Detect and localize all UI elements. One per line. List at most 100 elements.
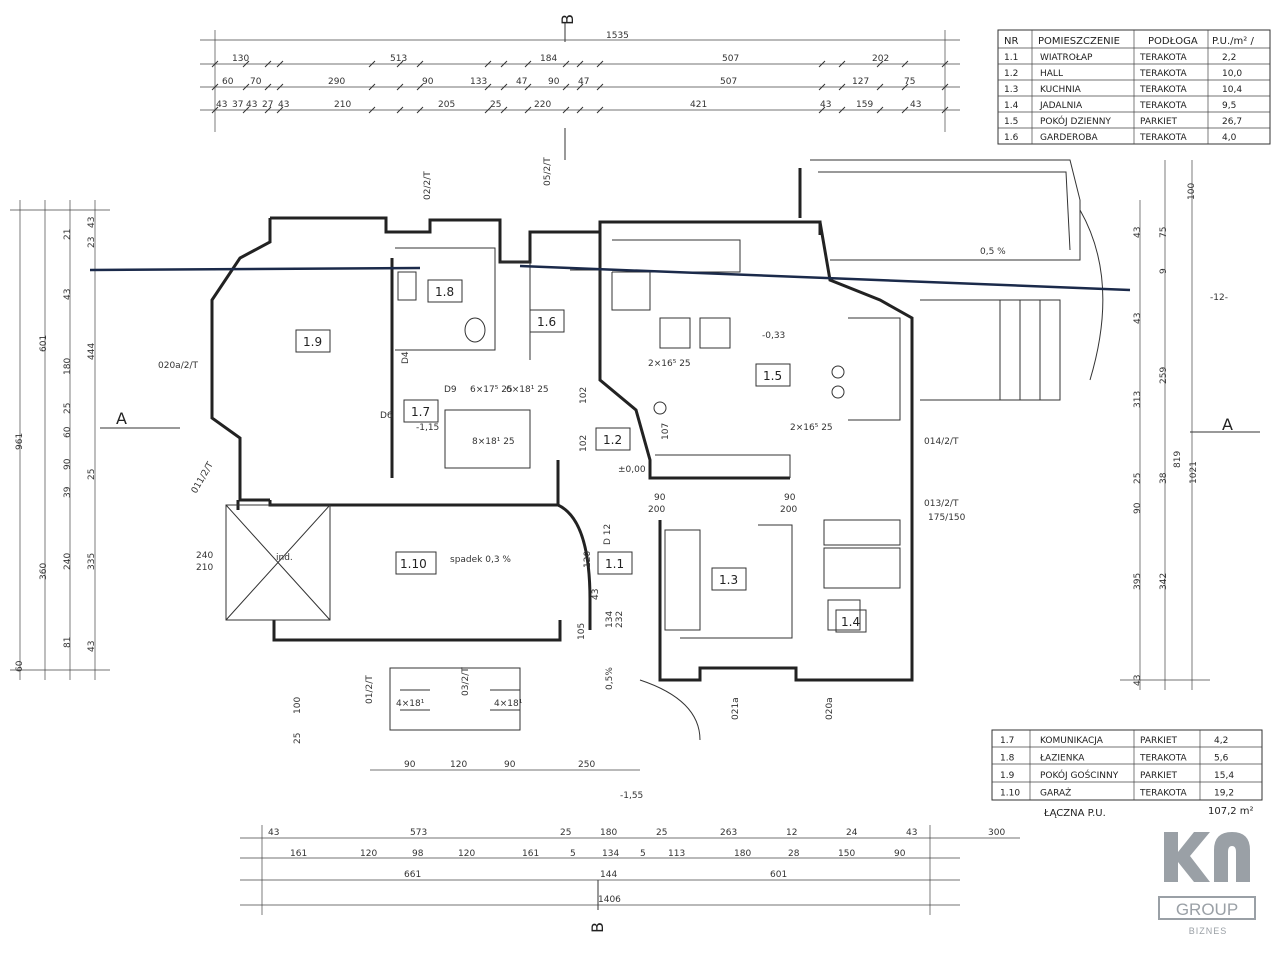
- dim-bot-573: 573: [410, 828, 427, 838]
- dim-top-90: 90: [422, 77, 434, 87]
- top-table-cell: POKÓJ DZIENNY: [1040, 115, 1111, 127]
- dim-bot-180: 180: [600, 828, 617, 838]
- bottom-table-cell: 19,2: [1214, 789, 1234, 799]
- dimension-tick: [524, 106, 532, 114]
- dim-top-130: 130: [232, 54, 249, 64]
- dim-top-47a: 47: [516, 77, 527, 87]
- dimension-tick: [941, 83, 949, 91]
- svg-text:180: 180: [63, 358, 73, 375]
- room-1-10: 1.10: [400, 557, 427, 571]
- dimension-tick: [396, 83, 404, 91]
- top-table-cell: TERAKOTA: [1139, 69, 1188, 79]
- dim-top-507b: 507: [720, 77, 737, 87]
- room-1-1: 1.1: [605, 557, 624, 571]
- building-outline: [210, 159, 1104, 741]
- svg-text:120: 120: [583, 551, 593, 568]
- top-table-cell: PARKIET: [1140, 117, 1178, 127]
- dimension-tick: [838, 60, 846, 68]
- dim-bot-90: 90: [894, 849, 906, 859]
- svg-text:8×18¹ 25: 8×18¹ 25: [472, 437, 515, 447]
- room-labels: 1.9 1.8 1.6 1.7 1.2 1.5 1.10 1.1 1.3 1.4: [295, 279, 867, 633]
- top-table-cell: TERAKOTA: [1139, 133, 1188, 143]
- svg-text:PODŁOGA: PODŁOGA: [1148, 36, 1198, 47]
- dimension-tick: [242, 83, 250, 91]
- room-1-9: 1.9: [303, 335, 322, 349]
- dimension-tick: [876, 60, 884, 68]
- dimension-tick: [596, 83, 604, 91]
- dim-top-43d: 43: [820, 100, 831, 110]
- logo-biznes-text: BIZNES: [1188, 926, 1228, 936]
- section-cut-line: [89, 264, 1131, 292]
- dimension-tick: [368, 83, 376, 91]
- dimension-tick: [276, 106, 284, 114]
- dimension-tick: [596, 106, 604, 114]
- dim-bot-28: 28: [788, 849, 800, 859]
- svg-text:43: 43: [87, 217, 97, 228]
- svg-text:313: 313: [1133, 391, 1143, 408]
- svg-text:102: 102: [579, 387, 589, 404]
- svg-text:23: 23: [87, 237, 97, 248]
- svg-text:020a/2/T: 020a/2/T: [158, 361, 198, 371]
- bottom-table-cell: PARKIET: [1140, 736, 1178, 746]
- dim-top-47b: 47: [578, 77, 589, 87]
- dim-top-37: 37: [232, 100, 243, 110]
- svg-text:250: 250: [578, 760, 595, 770]
- section-a-right: A: [1222, 415, 1233, 434]
- dimension-tick: [876, 83, 884, 91]
- dimension-tick: [396, 60, 404, 68]
- top-table-cell: TERAKOTA: [1139, 85, 1188, 95]
- bottom-table-cell: 5,6: [1214, 754, 1229, 764]
- dim-bot-661: 661: [404, 870, 421, 880]
- dimension-tick: [876, 106, 884, 114]
- drawing-annotations: spadek 0,3 % 0,5 % -0,33 ±0,00 -1,15 -1,…: [158, 157, 1228, 801]
- dim-bot-12: 12: [786, 828, 797, 838]
- top-table-cell: 1.6: [1004, 133, 1019, 143]
- section-b-top: B: [558, 14, 577, 25]
- svg-text:25: 25: [1133, 473, 1143, 484]
- svg-text:-0,33: -0,33: [762, 331, 785, 341]
- dimension-tick: [941, 106, 949, 114]
- bottom-table-cell: 1.10: [1000, 789, 1020, 799]
- dim-bot-601: 601: [770, 870, 787, 880]
- svg-text:961: 961: [15, 433, 25, 450]
- svg-text:81: 81: [63, 637, 73, 648]
- dim-top-43e: 43: [910, 100, 921, 110]
- dim-bot-150: 150: [838, 849, 855, 859]
- right-dimension-lines: 100 43 75 9 43 313 259 25 38 90 819 1021…: [1120, 160, 1210, 690]
- svg-text:021a: 021a: [731, 697, 741, 720]
- svg-text:-12-: -12-: [1210, 293, 1228, 303]
- section-a-left: A: [116, 409, 127, 428]
- dimension-tick: [211, 106, 219, 114]
- dim-bot-5b: 5: [640, 849, 646, 859]
- svg-text:D 12: D 12: [603, 524, 613, 545]
- dimension-tick: [576, 83, 584, 91]
- dim-bot-180b: 180: [734, 849, 751, 859]
- dim-top-290: 290: [328, 77, 345, 87]
- dimension-tick: [416, 83, 424, 91]
- dimension-tick: [368, 60, 376, 68]
- bottom-table-cell: 1.8: [1000, 754, 1015, 764]
- room-1-5: 1.5: [763, 369, 782, 383]
- svg-text:43: 43: [1133, 313, 1143, 324]
- top-table-cell: 1.5: [1004, 117, 1018, 127]
- top-dimension-lines: 1535 130 513 184 507 202 60 70 290 90 13…: [200, 30, 960, 132]
- svg-text:100: 100: [293, 697, 303, 714]
- svg-text:43: 43: [87, 641, 97, 652]
- room-1-7: 1.7: [411, 405, 430, 419]
- dimension-tick: [562, 106, 570, 114]
- top-table-cell: 1.4: [1004, 101, 1019, 111]
- svg-text:25: 25: [63, 403, 73, 414]
- dim-top-90b: 90: [548, 77, 560, 87]
- svg-text:134: 134: [605, 611, 615, 628]
- dimension-tick: [596, 60, 604, 68]
- dim-top-205: 205: [438, 100, 455, 110]
- dimension-tick: [242, 106, 250, 114]
- dimension-tick: [838, 106, 846, 114]
- dim-top-60: 60: [222, 77, 234, 87]
- dimension-tick: [276, 60, 284, 68]
- dimension-tick: [276, 83, 284, 91]
- dimension-tick: [562, 60, 570, 68]
- svg-text:102: 102: [579, 435, 589, 452]
